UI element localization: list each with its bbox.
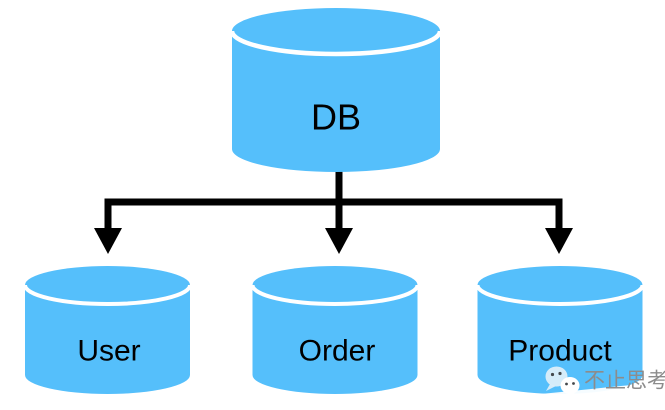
product-cylinder-top xyxy=(477,266,643,304)
product-cylinder-seam xyxy=(475,284,645,306)
wechat-icon xyxy=(545,366,580,398)
product-label: Product xyxy=(508,335,612,368)
user-cylinder-body xyxy=(25,285,190,395)
db-label: DB xyxy=(311,97,361,138)
wechat-front-bubble-eye-right xyxy=(572,382,575,385)
user-label: User xyxy=(77,335,140,368)
watermark: 不止思考 xyxy=(509,366,665,404)
user-cylinder: User xyxy=(23,266,192,395)
wechat-back-bubble-eye-right xyxy=(558,371,562,376)
edge-elbow-bus xyxy=(104,198,563,230)
wechat-front-bubble-tail xyxy=(568,393,578,398)
wechat-front-bubble-eye-left xyxy=(565,382,568,386)
watermark-swoosh xyxy=(509,381,665,404)
order-cylinder-top xyxy=(252,266,418,304)
arrowhead-product xyxy=(545,228,573,254)
arrowhead-order xyxy=(325,228,353,254)
order-cylinder: Order xyxy=(250,266,420,395)
order-label: Order xyxy=(299,335,376,368)
product-cylinder: Product xyxy=(475,266,645,395)
db-cylinder-body xyxy=(232,31,440,172)
db-cylinder-top xyxy=(232,8,440,54)
wechat-front-bubble xyxy=(560,377,580,394)
arrowhead-user xyxy=(94,228,122,254)
user-cylinder-seam xyxy=(23,284,192,306)
db-cylinder-seam xyxy=(229,30,443,57)
product-cylinder-body xyxy=(477,285,643,395)
user-cylinder-top xyxy=(25,266,190,304)
db-cylinder: DB xyxy=(229,8,443,172)
wechat-back-bubble-tail xyxy=(546,384,556,391)
watermark-text: 不止思考 xyxy=(584,370,665,393)
wechat-back-bubble-eye-left xyxy=(550,372,555,377)
order-cylinder-seam xyxy=(250,284,420,306)
order-cylinder-body xyxy=(252,285,418,395)
connector-edges xyxy=(94,163,573,254)
